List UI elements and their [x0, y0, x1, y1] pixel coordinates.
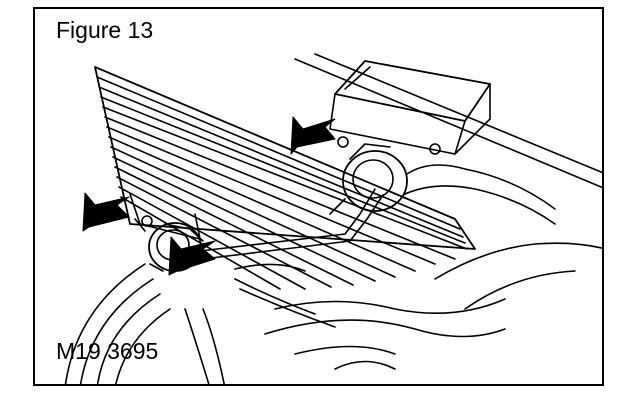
exhaust-pipe: [199, 188, 384, 328]
suspension-outline: [234, 242, 602, 370]
wheel-outline: [64, 263, 225, 384]
arrow-lower-right: [168, 236, 216, 276]
figure-frame: Figure 13 M19 3695: [33, 7, 604, 386]
figure-title: Figure 13: [56, 17, 154, 43]
exhaust-mounting-illustration: [64, 53, 602, 384]
upper-mount-bracket: [329, 60, 491, 155]
upper-isolator: [329, 143, 556, 225]
arrow-lower-left: [82, 192, 130, 232]
arrow-upper-right: [290, 116, 336, 155]
figure-reference-code: M19 3695: [56, 338, 159, 364]
lower-mount-bracket: [129, 193, 201, 240]
